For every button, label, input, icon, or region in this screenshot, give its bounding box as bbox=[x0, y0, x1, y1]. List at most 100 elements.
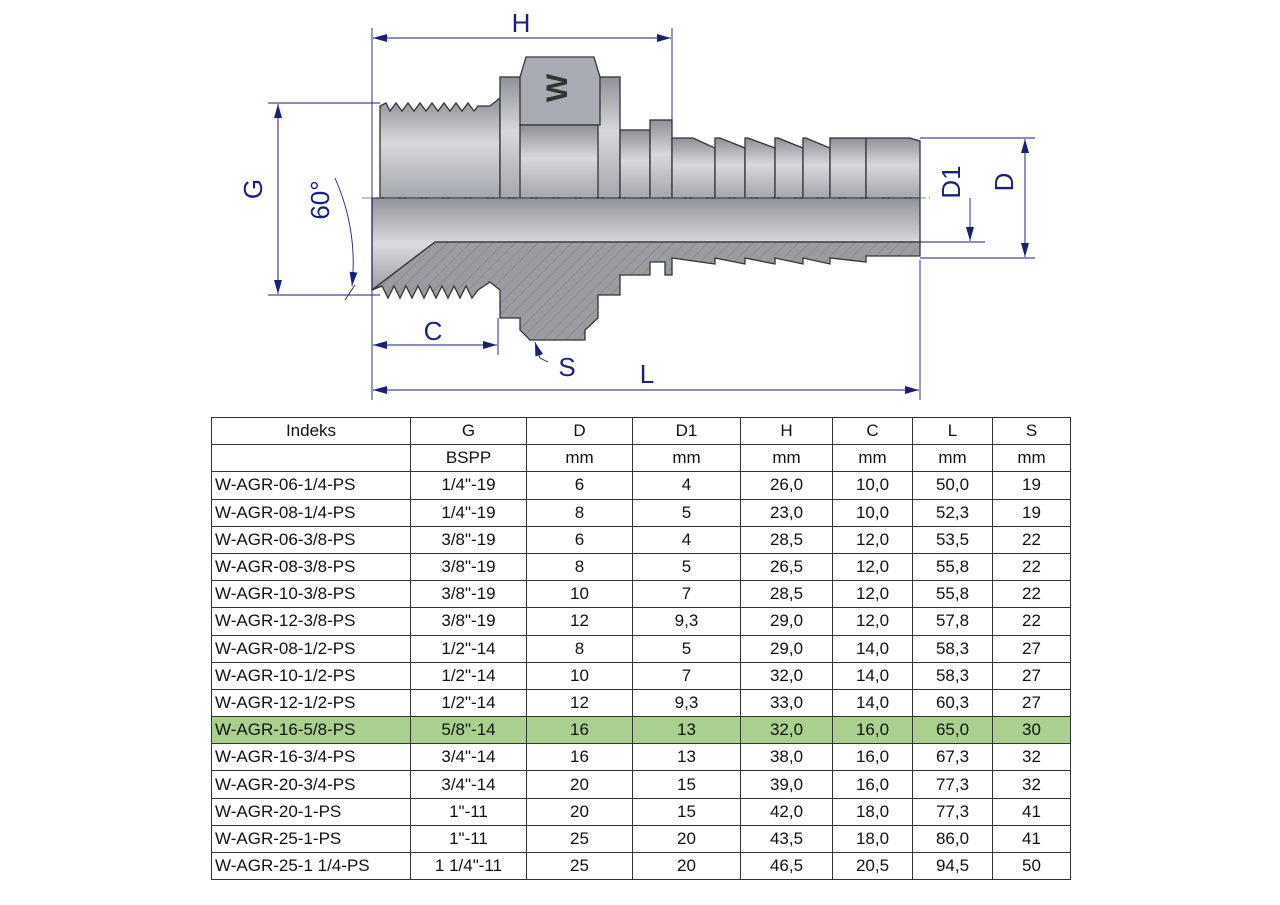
table-cell: L bbox=[912, 416, 993, 446]
table-cell: 19 bbox=[992, 498, 1071, 527]
table-cell: W-AGR-12-3/8-PS bbox=[211, 607, 411, 636]
table-cell: 1/4"-19 bbox=[410, 498, 527, 527]
dim-label-angle: 60° bbox=[305, 180, 335, 219]
table-cell: H bbox=[740, 416, 833, 446]
table-cell: 1/2"-14 bbox=[410, 688, 527, 718]
table-cell: 20 bbox=[632, 851, 741, 881]
table-cell: 4 bbox=[632, 525, 741, 554]
table-cell: 77,3 bbox=[912, 797, 993, 826]
table-cell: mm bbox=[992, 444, 1071, 473]
table-cell: W-AGR-16-3/4-PS bbox=[211, 743, 411, 772]
table-cell: 29,0 bbox=[740, 634, 833, 663]
table-cell: 10 bbox=[526, 580, 633, 609]
table-cell: 60,3 bbox=[912, 688, 993, 718]
table-cell: 94,5 bbox=[912, 851, 993, 881]
table-cell: 16,0 bbox=[832, 716, 913, 745]
table-cell: 7 bbox=[632, 661, 741, 690]
dim-label-l: L bbox=[640, 359, 654, 389]
table-cell: 5 bbox=[632, 498, 741, 527]
table-cell: 14,0 bbox=[832, 634, 913, 663]
table-cell: 25 bbox=[526, 824, 633, 854]
table-cell: Indeks bbox=[211, 416, 411, 446]
table-cell: 19 bbox=[992, 471, 1071, 500]
table-cell: 3/8"-19 bbox=[410, 525, 527, 554]
table-cell: 12 bbox=[526, 688, 633, 718]
table-cell: BSPP bbox=[410, 444, 527, 473]
table-cell: mm bbox=[912, 444, 993, 473]
table-cell: 8 bbox=[526, 498, 633, 527]
svg-text:W: W bbox=[541, 73, 574, 102]
table-cell: 18,0 bbox=[832, 824, 913, 854]
table-cell: W-AGR-06-1/4-PS bbox=[211, 471, 411, 500]
table-cell: 23,0 bbox=[740, 498, 833, 527]
table-cell: 5 bbox=[632, 552, 741, 582]
table-cell: mm bbox=[526, 444, 633, 473]
table-cell: 1 1/4"-11 bbox=[410, 851, 527, 881]
table-cell: 12,0 bbox=[832, 552, 913, 582]
table-cell: W-AGR-20-1-PS bbox=[211, 797, 411, 826]
table-cell: 16,0 bbox=[832, 743, 913, 772]
table-cell: 58,3 bbox=[912, 661, 993, 690]
table-cell: 1/2"-14 bbox=[410, 661, 527, 690]
table-cell: 28,5 bbox=[740, 580, 833, 609]
table-cell: 13 bbox=[632, 743, 741, 772]
table-cell: mm bbox=[740, 444, 833, 473]
table-cell: 10,0 bbox=[832, 471, 913, 500]
table-cell: 27 bbox=[992, 634, 1071, 663]
table-cell: 42,0 bbox=[740, 797, 833, 826]
table-cell: D1 bbox=[632, 416, 741, 446]
dim-label-s: S bbox=[558, 352, 575, 382]
table-cell: 1"-11 bbox=[410, 824, 527, 854]
table-cell: 3/8"-19 bbox=[410, 607, 527, 636]
table-cell: 1"-11 bbox=[410, 797, 527, 826]
table-cell: W-AGR-06-3/8-PS bbox=[211, 525, 411, 554]
table-cell: 6 bbox=[526, 471, 633, 500]
table-cell: 32,0 bbox=[740, 716, 833, 745]
table-cell: 46,5 bbox=[740, 851, 833, 881]
table-cell: 3/4"-14 bbox=[410, 770, 527, 799]
table-cell: 3/4"-14 bbox=[410, 743, 527, 772]
table-cell: 67,3 bbox=[912, 743, 993, 772]
table-cell: 32 bbox=[992, 743, 1071, 772]
table-cell: mm bbox=[632, 444, 741, 473]
table-cell: 20,5 bbox=[832, 851, 913, 881]
table-cell: 57,8 bbox=[912, 607, 993, 636]
table-cell: 39,0 bbox=[740, 770, 833, 799]
table-cell: 10 bbox=[526, 661, 633, 690]
table-cell: D bbox=[526, 416, 633, 446]
table-cell: 32,0 bbox=[740, 661, 833, 690]
table-cell: 53,5 bbox=[912, 525, 993, 554]
table-cell: 8 bbox=[526, 552, 633, 582]
table-cell: 4 bbox=[632, 471, 741, 500]
table-cell: W-AGR-16-5/8-PS bbox=[211, 716, 411, 745]
table-cell: W-AGR-08-1/2-PS bbox=[211, 634, 411, 663]
table-cell: 8 bbox=[526, 634, 633, 663]
table-cell: 41 bbox=[992, 824, 1071, 854]
table-cell: 43,5 bbox=[740, 824, 833, 854]
fitting-exterior bbox=[379, 56, 921, 199]
table-cell: 33,0 bbox=[740, 688, 833, 718]
table-cell: 41 bbox=[992, 797, 1071, 826]
table-cell: 14,0 bbox=[832, 661, 913, 690]
table-cell: G bbox=[410, 416, 527, 446]
table-cell: 22 bbox=[992, 607, 1071, 636]
table-cell: W-AGR-08-3/8-PS bbox=[211, 552, 411, 582]
table-cell: 86,0 bbox=[912, 824, 993, 854]
dim-label-h: H bbox=[512, 8, 531, 38]
table-cell: S bbox=[992, 416, 1071, 446]
table-cell: W-AGR-10-1/2-PS bbox=[211, 661, 411, 690]
table-cell: W-AGR-20-3/4-PS bbox=[211, 770, 411, 799]
dim-label-d: D bbox=[989, 173, 1019, 192]
table-cell: W-AGR-12-1/2-PS bbox=[211, 688, 411, 718]
